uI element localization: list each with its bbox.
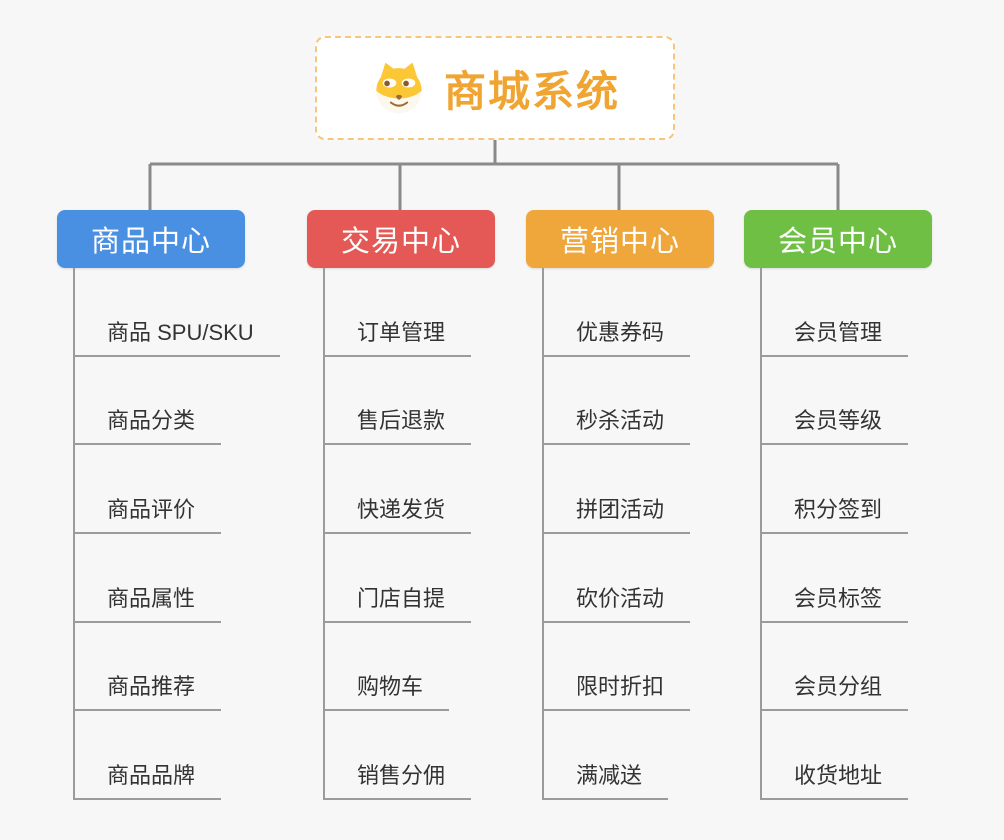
branch-children-member-center: 会员管理 会员等级 积分签到 会员标签 会员分组 收货地址 xyxy=(760,268,932,801)
child-label: 商品品牌 xyxy=(107,763,196,789)
child-node[interactable]: 拼团活动 xyxy=(544,445,691,535)
child-node[interactable]: 售后退款 xyxy=(325,357,472,446)
child-label: 积分签到 xyxy=(794,497,883,523)
child-node[interactable]: 销售分佣 xyxy=(325,711,472,801)
branch-header-trade-center[interactable]: 交易中心 xyxy=(307,210,495,268)
connector-path xyxy=(148,138,840,212)
child-label: 售后退款 xyxy=(357,408,446,434)
child-node[interactable]: 商品推荐 xyxy=(75,623,222,712)
branch-label: 营销中心 xyxy=(559,226,680,258)
child-node[interactable]: 限时折扣 xyxy=(544,623,691,712)
child-label: 收货地址 xyxy=(794,763,883,789)
branch-children-marketing-center: 优惠券码 秒杀活动 拼团活动 砍价活动 限时折扣 满减送 xyxy=(542,268,714,801)
child-node[interactable]: 收货地址 xyxy=(762,711,909,801)
branch-header-marketing-center[interactable]: 营销中心 xyxy=(526,210,714,268)
child-label: 订单管理 xyxy=(357,319,446,345)
child-node[interactable]: 商品属性 xyxy=(75,534,222,623)
child-label: 优惠券码 xyxy=(576,319,665,345)
child-node[interactable]: 商品 SPU/SKU xyxy=(75,268,280,357)
child-node[interactable]: 商品品牌 xyxy=(75,711,222,801)
child-node[interactable]: 优惠券码 xyxy=(544,268,691,357)
child-node[interactable]: 快递发货 xyxy=(325,445,472,535)
child-label: 快递发货 xyxy=(357,497,446,523)
branch-product-center: 商品中心 商品 SPU/SKU 商品分类 商品评价 商品属性 商品推荐 商品品牌 xyxy=(57,210,280,801)
child-label: 限时折扣 xyxy=(576,674,665,700)
child-node[interactable]: 满减送 xyxy=(544,711,669,801)
child-node[interactable]: 购物车 xyxy=(325,623,450,712)
child-label: 秒杀活动 xyxy=(576,408,665,434)
child-node[interactable]: 会员管理 xyxy=(762,268,909,357)
child-label: 砍价活动 xyxy=(576,585,665,611)
child-node[interactable]: 会员标签 xyxy=(762,534,909,623)
branch-member-center: 会员中心 会员管理 会员等级 积分签到 会员标签 会员分组 收货地址 xyxy=(744,210,932,801)
root-title: 商城系统 xyxy=(443,67,620,115)
child-label: 门店自提 xyxy=(357,585,446,611)
child-node[interactable]: 订单管理 xyxy=(325,268,472,357)
branch-marketing-center: 营销中心 优惠券码 秒杀活动 拼团活动 砍价活动 限时折扣 满减送 xyxy=(526,210,714,801)
root-node[interactable]: 商城系统 xyxy=(315,36,675,140)
child-node[interactable]: 商品分类 xyxy=(75,357,222,446)
child-node[interactable]: 积分签到 xyxy=(762,445,909,535)
child-label: 拼团活动 xyxy=(576,497,665,523)
child-label: 会员标签 xyxy=(794,585,883,611)
branch-label: 会员中心 xyxy=(777,226,898,258)
child-label: 会员管理 xyxy=(794,319,883,345)
child-node[interactable]: 会员等级 xyxy=(762,357,909,446)
dog-face-icon xyxy=(376,62,422,114)
child-label: 商品 SPU/SKU xyxy=(107,319,254,345)
child-node[interactable]: 会员分组 xyxy=(762,623,909,712)
branch-header-member-center[interactable]: 会员中心 xyxy=(744,210,932,268)
branch-label: 交易中心 xyxy=(340,226,461,258)
child-node[interactable]: 砍价活动 xyxy=(544,534,691,623)
child-label: 商品分类 xyxy=(107,408,196,434)
child-label: 会员分组 xyxy=(794,674,883,700)
branch-label: 商品中心 xyxy=(90,226,211,258)
child-label: 商品评价 xyxy=(107,497,196,523)
child-label: 商品推荐 xyxy=(107,674,196,700)
child-label: 会员等级 xyxy=(794,408,883,434)
branch-trade-center: 交易中心 订单管理 售后退款 快递发货 门店自提 购物车 销售分佣 xyxy=(307,210,495,801)
child-label: 购物车 xyxy=(357,674,424,700)
child-label: 满减送 xyxy=(576,763,643,789)
branch-children-product-center: 商品 SPU/SKU 商品分类 商品评价 商品属性 商品推荐 商品品牌 xyxy=(73,268,280,801)
child-node[interactable]: 秒杀活动 xyxy=(544,357,691,446)
child-label: 商品属性 xyxy=(107,585,196,611)
child-node[interactable]: 商品评价 xyxy=(75,445,222,535)
branch-header-product-center[interactable]: 商品中心 xyxy=(57,210,245,268)
branch-children-trade-center: 订单管理 售后退款 快递发货 门店自提 购物车 销售分佣 xyxy=(323,268,495,801)
child-label: 销售分佣 xyxy=(357,763,446,789)
child-node[interactable]: 门店自提 xyxy=(325,534,472,623)
